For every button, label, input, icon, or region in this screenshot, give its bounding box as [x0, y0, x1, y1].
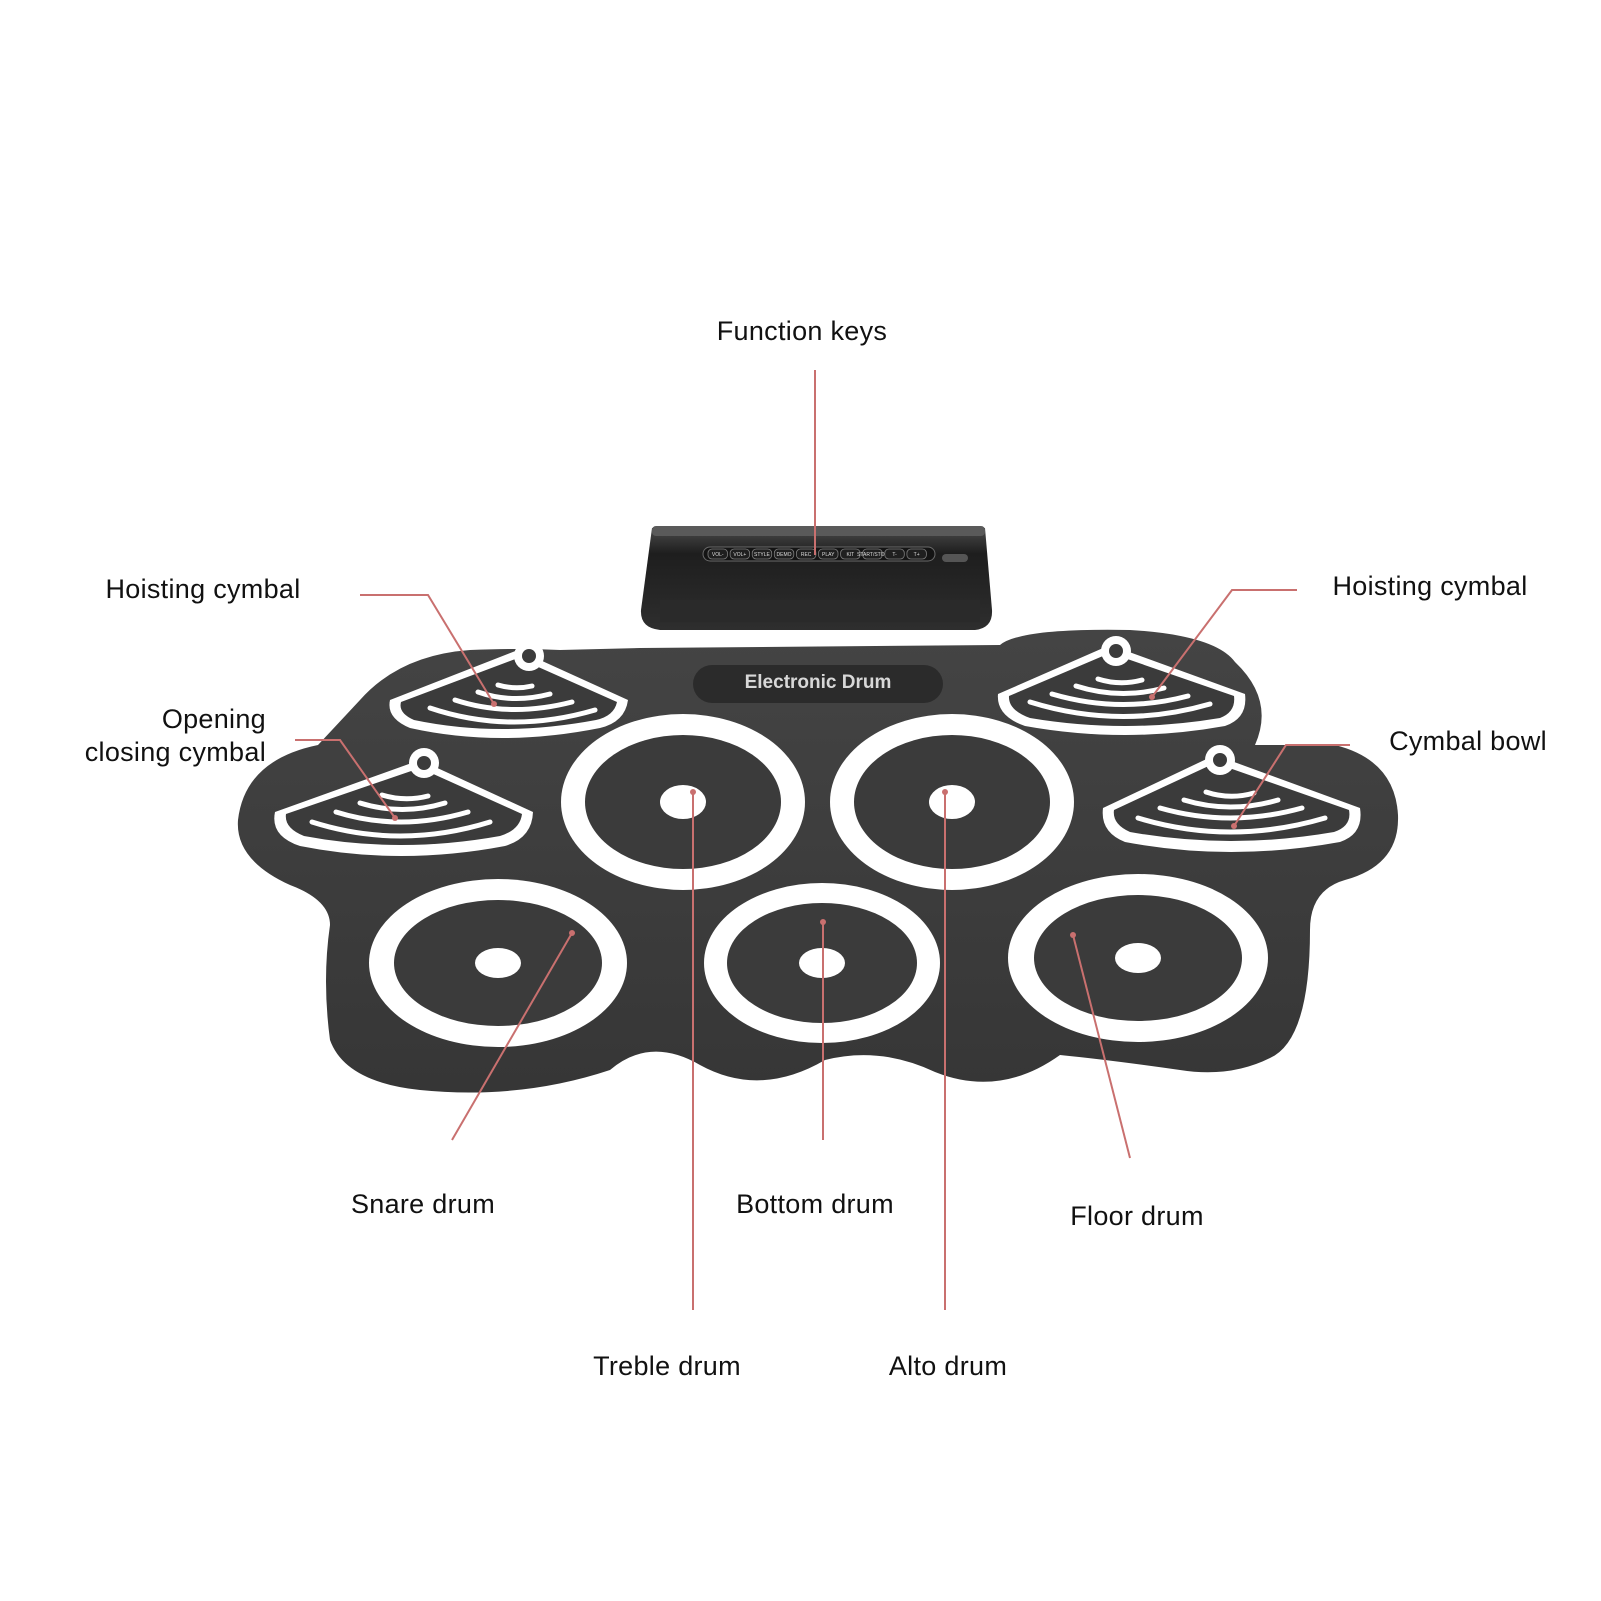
function-key-label: REC	[801, 552, 812, 558]
callout-labels: Function keys Hoisting cymbal Opening cl…	[85, 316, 1547, 1381]
leader-snare-drum	[451, 932, 573, 1141]
cymbal-bowl-pad[interactable]	[1102, 745, 1361, 852]
leader-floor-drum	[1072, 934, 1131, 1159]
label-opening-line1: Opening	[162, 704, 266, 734]
hoisting-cymbal-right-pad[interactable]	[997, 636, 1246, 735]
treble-drum-pad[interactable]	[561, 714, 805, 890]
function-key-button[interactable]	[818, 548, 839, 560]
label-bottom-drum: Bottom drum	[736, 1189, 894, 1219]
function-key-button[interactable]	[707, 548, 728, 560]
label-alto-drum: Alto drum	[889, 1351, 1007, 1381]
leader-hoisting-cymbal-left	[360, 594, 495, 705]
label-treble-drum: Treble drum	[593, 1351, 741, 1381]
function-key-button[interactable]	[751, 548, 773, 560]
function-key-label: PLAY	[822, 552, 835, 558]
function-key-button[interactable]	[884, 548, 905, 560]
function-key-label: VOL+	[733, 552, 746, 558]
leader-cymbal-bowl	[1233, 744, 1350, 827]
function-key-button[interactable]	[773, 548, 795, 560]
function-key-label: T+	[914, 552, 920, 558]
function-key-button[interactable]	[729, 548, 750, 560]
leader-opening-closing-cymbal	[295, 739, 396, 819]
brand-strip: Electronic Drum	[693, 665, 943, 703]
label-function-keys: Function keys	[717, 316, 887, 346]
label-cymbal-bowl: Cymbal bowl	[1389, 726, 1547, 756]
label-snare-drum: Snare drum	[351, 1189, 495, 1219]
power-switch[interactable]	[942, 554, 968, 562]
function-key-button[interactable]	[906, 548, 927, 560]
alto-drum-pad[interactable]	[830, 714, 1074, 890]
leader-hoisting-cymbal-right	[1151, 589, 1297, 698]
floor-drum-pad[interactable]	[1008, 874, 1268, 1042]
function-key-label: VOL-	[712, 552, 724, 558]
function-key-label: STYLE	[754, 552, 771, 558]
hoisting-cymbal-left-pad[interactable]	[389, 641, 628, 738]
label-opening-line2: closing cymbal	[85, 737, 266, 767]
function-key-button[interactable]	[840, 548, 861, 560]
function-key-button[interactable]	[862, 548, 883, 560]
snare-drum-pad[interactable]	[369, 879, 627, 1047]
label-hoisting-cymbal-right: Hoisting cymbal	[1332, 571, 1527, 601]
label-hoisting-cymbal-left: Hoisting cymbal	[105, 574, 300, 604]
function-key-label: START/STOP	[857, 552, 889, 558]
opening-closing-cymbal-pad[interactable]	[274, 748, 533, 856]
leader-lines	[295, 370, 1350, 1310]
function-key-label: KIT	[846, 552, 854, 558]
function-key-label: T-	[892, 552, 897, 558]
brand-label: Electronic Drum	[745, 672, 892, 693]
function-key-label: DEMO	[777, 552, 792, 558]
label-floor-drum: Floor drum	[1070, 1201, 1204, 1231]
